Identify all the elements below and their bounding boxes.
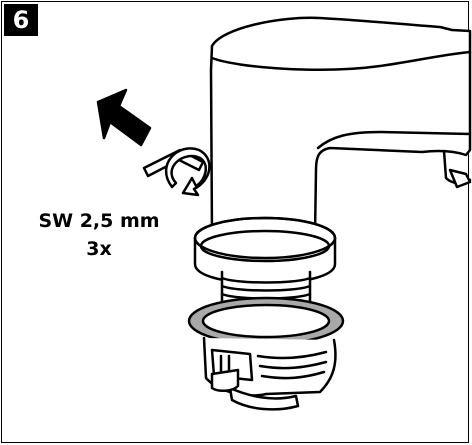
tool-callout: SW 2,5 mm 3x [14, 207, 184, 263]
direction-arrow-icon [96, 88, 152, 147]
gasket-ring [187, 296, 345, 346]
quantity-label: 3x [86, 238, 112, 260]
rotate-arrow-icon [165, 147, 211, 197]
step-number-badge: 6 [4, 4, 38, 36]
tool-size-label: SW 2,5 mm [38, 210, 160, 232]
faucet-body [209, 16, 472, 246]
